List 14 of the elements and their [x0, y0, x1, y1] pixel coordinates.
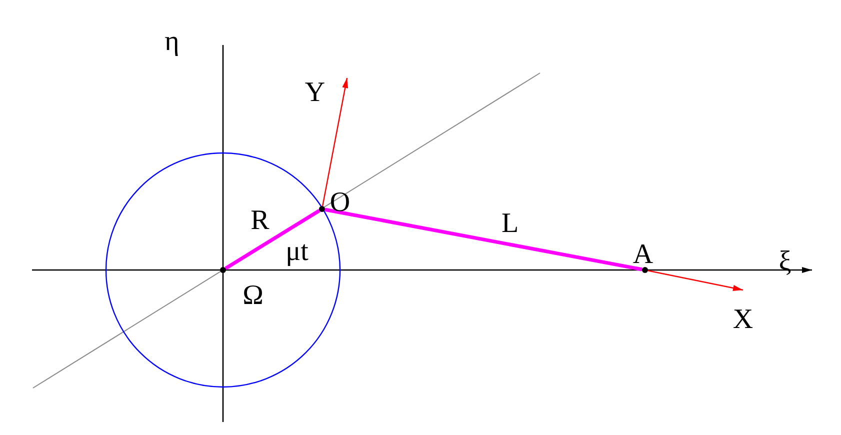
- point-dot: [642, 267, 648, 273]
- point-label: O: [330, 189, 350, 217]
- arrow: [648, 270, 744, 291]
- point-label: Ω: [242, 282, 264, 310]
- point-label: A: [632, 241, 654, 269]
- axis-label: X: [732, 306, 754, 334]
- point-dot: [220, 267, 226, 273]
- axis-label: η: [164, 28, 180, 56]
- line-segment: [324, 208, 642, 272]
- line-segment: [224, 209, 320, 270]
- point-dot: [319, 206, 325, 212]
- arrow: [322, 78, 348, 206]
- angle-label: μt: [286, 238, 308, 266]
- axis-label: Y: [304, 79, 326, 107]
